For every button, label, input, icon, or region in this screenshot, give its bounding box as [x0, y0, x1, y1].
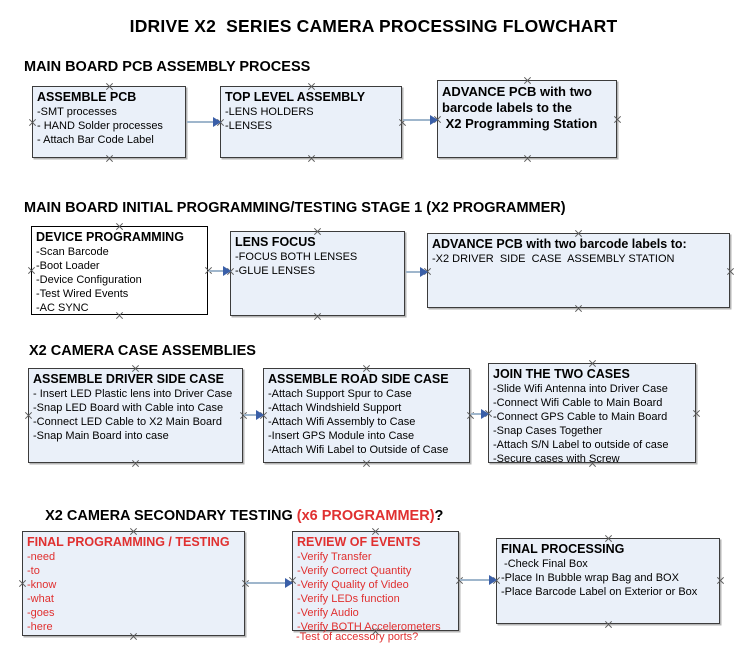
arrowhead-icon [489, 575, 497, 585]
connector-arrow [209, 266, 231, 276]
connector-arrow [403, 115, 438, 125]
arrowhead-icon [256, 410, 264, 420]
node-title: FINAL PROGRAMMING / TESTING [27, 535, 230, 549]
node-title: ASSEMBLE ROAD SIDE CASE [268, 372, 449, 386]
node-line: -Attach Wifi Assembly to Case [268, 416, 416, 428]
arrowhead-icon [223, 266, 231, 276]
connector-arrow [471, 409, 489, 419]
node-line: -Scan Barcode [36, 246, 109, 258]
node-line: -Connect Wifi Cable to Main Board [493, 397, 663, 409]
node-review-of-events[interactable]: REVIEW OF EVENTS -Verify Transfer -Verif… [292, 531, 459, 633]
node-line: -FOCUS BOTH LENSES [235, 251, 358, 263]
node-title: LENS FOCUS [235, 235, 316, 249]
node-final-programming-testing[interactable]: FINAL PROGRAMMING / TESTING -need -to -k… [22, 531, 245, 636]
node-line: -LENSES [225, 120, 273, 132]
node-line: -SMT processes [37, 106, 117, 118]
node-assemble-road-side-case[interactable]: ASSEMBLE ROAD SIDE CASE -Attach Support … [263, 368, 470, 463]
node-advance-pcb-driver-case[interactable]: ADVANCE PCB with two barcode labels to: … [427, 233, 730, 308]
node-title: ASSEMBLE PCB [37, 90, 137, 104]
arrowhead-icon [420, 267, 428, 277]
node-lens-focus[interactable]: LENS FOCUS -FOCUS BOTH LENSES -GLUE LENS… [230, 231, 405, 316]
node-line: -Verify Audio [297, 607, 359, 619]
node-assemble-driver-side-case[interactable]: ASSEMBLE DRIVER SIDE CASE - Insert LED P… [28, 368, 243, 463]
node-line: -Snap Main Board into case [33, 430, 169, 442]
node-line: -Verify Correct Quantity [297, 565, 412, 577]
node-line: -Slide Wifi Antenna into Driver Case [493, 383, 668, 395]
node-device-programming[interactable]: DEVICE PROGRAMMING -Scan Barcode -Boot L… [31, 226, 208, 315]
connector-arrow [460, 575, 497, 585]
node-line: -need [27, 551, 56, 563]
node-title: REVIEW OF EVENTS [297, 535, 421, 549]
node-line: -know [27, 579, 57, 591]
node-title: ADVANCE PCB with two barcode labels to: [432, 237, 687, 251]
node-line: - Insert LED Plastic lens into Driver Ca… [33, 388, 233, 400]
node-line: -Insert GPS Module into Case [268, 430, 415, 442]
node-line: -Device Configuration [36, 274, 142, 286]
node-line: -LENS HOLDERS [225, 106, 314, 118]
node-line: -Connect GPS Cable to Main Board [493, 411, 668, 423]
node-line: -Verify LEDs function [297, 593, 400, 605]
section-heading-x2-camera-case-assemblies: X2 CAMERA CASE ASSEMBLIES [29, 343, 256, 359]
node-title: JOIN THE TWO CASES [493, 367, 630, 381]
node-line: -here [27, 621, 53, 633]
node-line: -Check Final Box [501, 558, 588, 570]
node-top-level-assembly[interactable]: TOP LEVEL ASSEMBLY -LENS HOLDERS -LENSES [220, 86, 402, 158]
node-join-the-two-cases[interactable]: JOIN THE TWO CASES -Slide Wifi Antenna i… [488, 363, 696, 465]
section-heading-main-board-initial-programming: MAIN BOARD INITIAL PROGRAMMING/TESTING S… [24, 200, 566, 216]
arrowhead-icon [213, 117, 221, 127]
node-line: - HAND Solder processes [37, 120, 163, 132]
node-title: FINAL PROCESSING [501, 542, 625, 556]
node-line: -Test Wired Events [36, 288, 129, 300]
node-line: -Verify Quality of Video [297, 579, 409, 591]
node-line: -X2 DRIVER SIDE CASE ASSEMBLY STATION [432, 253, 675, 265]
node-line: -to [27, 565, 40, 577]
node-title: TOP LEVEL ASSEMBLY [225, 90, 366, 104]
node-overflow-line: -Test of accessory ports? [296, 631, 419, 643]
connector-arrow [246, 578, 293, 588]
node-line: X2 Programming Station [442, 116, 598, 131]
node-line: - Attach Bar Code Label [37, 134, 154, 146]
node-line: -Secure cases with Screw [493, 453, 620, 465]
node-line: -Place Barcode Label on Exterior or Box [501, 586, 698, 598]
node-line: -GLUE LENSES [235, 265, 316, 277]
node-title: ADVANCE PCB with two [442, 84, 592, 99]
node-advance-pcb-programming-station[interactable]: ADVANCE PCB with two barcode labels to t… [437, 80, 617, 158]
node-line: -Attach Support Spur to Case [268, 388, 412, 400]
node-line: barcode labels to the [442, 100, 573, 115]
node-line: -Snap Cases Together [493, 425, 603, 437]
node-line: -Attach Wifi Label to Outside of Case [268, 444, 449, 456]
arrowhead-icon [430, 115, 438, 125]
node-line: -Place In Bubble wrap Bag and BOX [501, 572, 679, 584]
node-line: -Boot Loader [36, 260, 100, 272]
node-line: -Verify Transfer [297, 551, 372, 563]
node-line: -goes [27, 607, 55, 619]
node-line: -Connect LED Cable to X2 Main Board [33, 416, 222, 428]
node-line: -Snap LED Board with Cable into Case [33, 402, 224, 414]
node-final-processing[interactable]: FINAL PROCESSING -Check Final Box -Place… [496, 538, 720, 624]
node-title: DEVICE PROGRAMMING [36, 230, 184, 244]
node-line: -Verify BOTH Accelerometers [297, 621, 441, 633]
arrowhead-icon [285, 578, 293, 588]
section-heading-accent: (x6 PROGRAMMER) [296, 508, 435, 524]
section-heading-tail: ? [434, 508, 444, 524]
connector-arrow [244, 410, 264, 420]
section-heading-text: X2 CAMERA SECONDARY TESTING [45, 508, 297, 524]
section-heading-x2-camera-secondary-testing: X2 CAMERA SECONDARY TESTING (x6 PROGRAMM… [29, 492, 443, 540]
node-line: -what [27, 593, 54, 605]
connector-arrow [406, 267, 428, 277]
section-heading-main-board-pcb-assembly: MAIN BOARD PCB ASSEMBLY PROCESS [24, 59, 311, 75]
arrowhead-icon [481, 409, 489, 419]
node-line: -Attach S/N Label to outside of case [493, 439, 669, 451]
node-assemble-pcb[interactable]: ASSEMBLE PCB -SMT processes - HAND Solde… [32, 86, 186, 158]
node-line: -AC SYNC [36, 302, 89, 314]
node-title: ASSEMBLE DRIVER SIDE CASE [33, 372, 225, 386]
page-title: IDRIVE X2 SERIES CAMERA PROCESSING FLOWC… [129, 16, 618, 36]
connector-arrow [187, 117, 221, 127]
node-line: -Attach Windshield Support [268, 402, 402, 414]
